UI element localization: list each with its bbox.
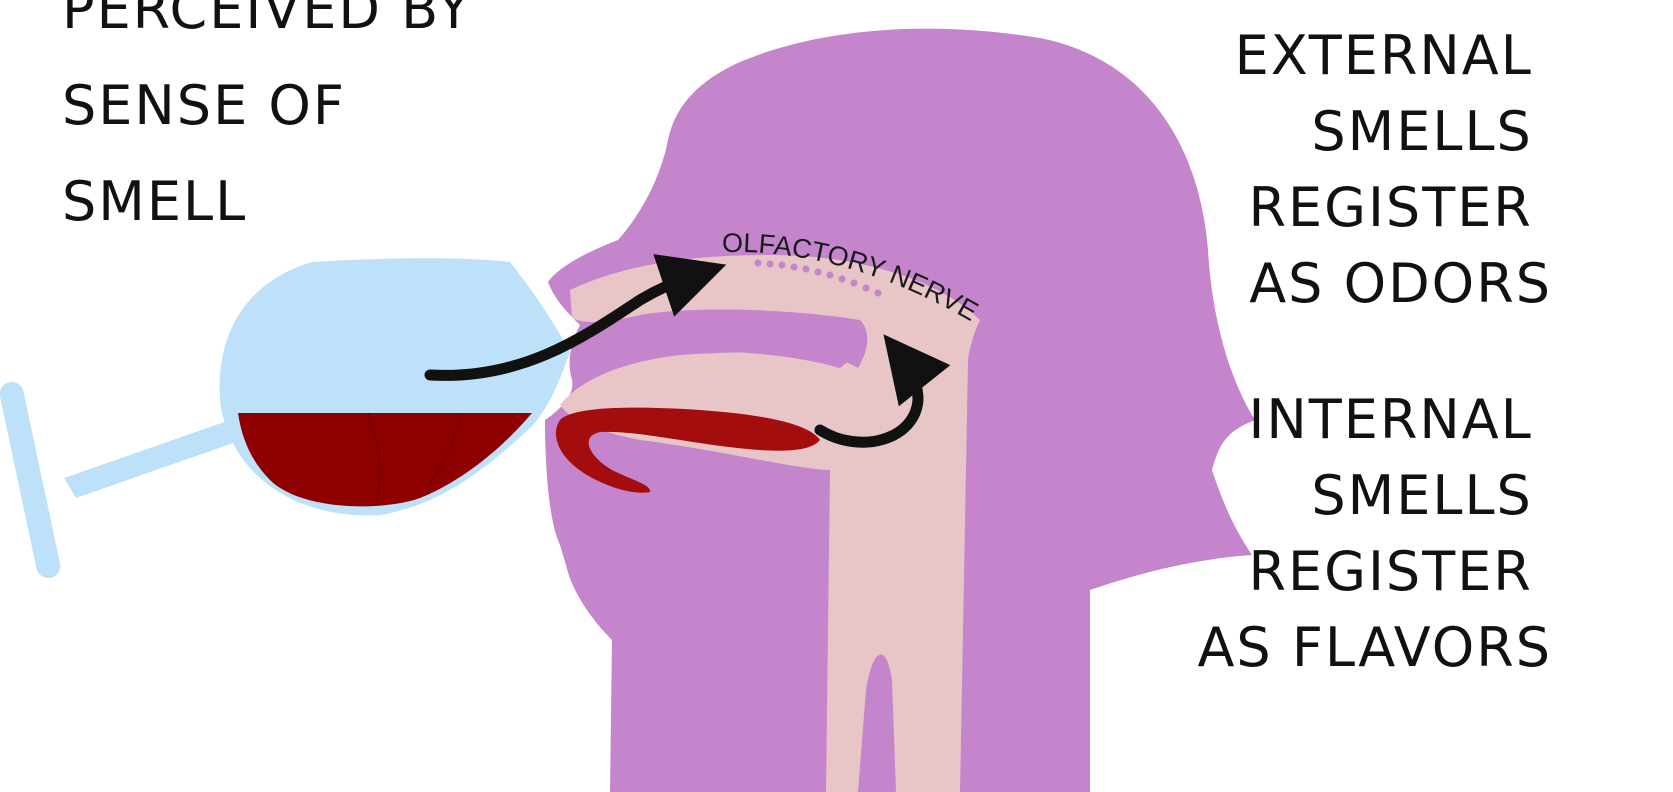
external-line: EXTERNAL: [1235, 24, 1533, 87]
wine-glass: [0, 258, 570, 580]
external-line: SMELLS: [1311, 100, 1532, 163]
internal-line: AS FLAVORS: [1197, 616, 1552, 679]
title-line: SMELL: [62, 170, 247, 233]
internal-line: SMELLS: [1311, 464, 1532, 527]
title-line: PERCEIVED BY: [62, 0, 472, 41]
internal-smells-text: INTERNAL SMELLS REGISTER AS FLAVORS: [1197, 388, 1552, 679]
glass-stem: [64, 420, 242, 498]
glass-base: [0, 380, 63, 581]
external-line: REGISTER: [1249, 176, 1533, 239]
external-smells-text: EXTERNAL SMELLS REGISTER AS ODORS: [1235, 24, 1552, 315]
external-line: AS ODORS: [1249, 252, 1552, 315]
title-line: SENSE OF: [62, 74, 346, 137]
title: PERCEIVED BY SENSE OF SMELL: [62, 0, 491, 233]
internal-line: INTERNAL: [1248, 388, 1532, 451]
internal-line: REGISTER: [1249, 540, 1533, 603]
